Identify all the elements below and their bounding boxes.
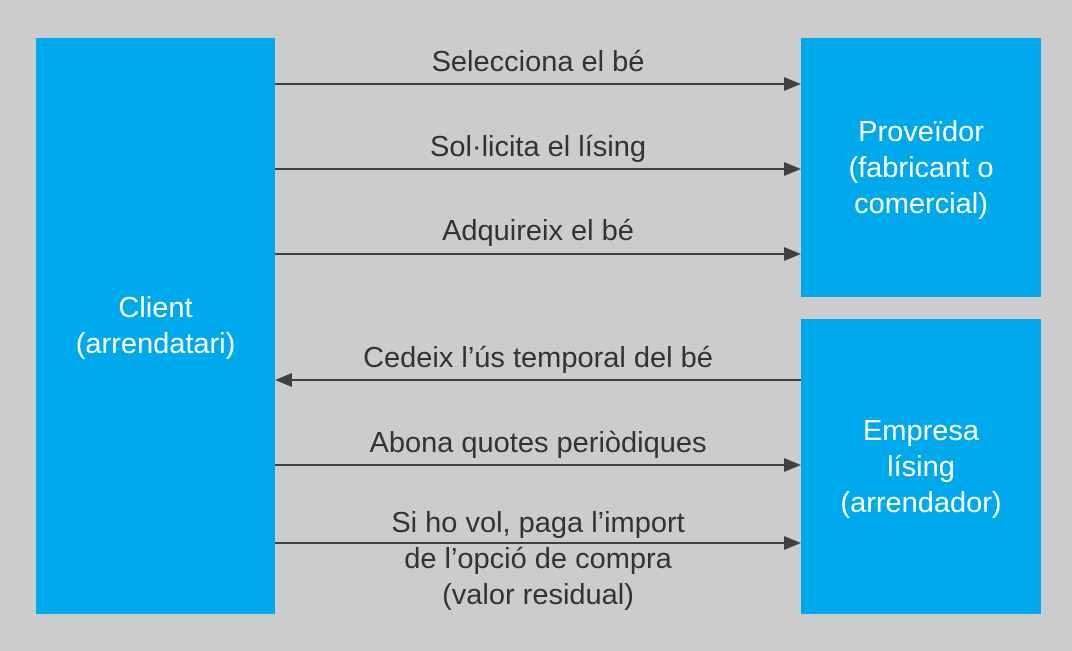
arrow-request-leasing (275, 162, 801, 176)
flow-label-line: (valor residual) (442, 579, 634, 611)
leasing-line-3: (arrendador) (840, 486, 1002, 519)
flow-label-line: Sol·licita el lísing (430, 131, 646, 163)
arrow-select-asset (275, 77, 801, 91)
flow-label-line: Cedeix l’ús temporal del bé (363, 342, 713, 374)
arrow-pay-installments (275, 458, 801, 472)
arrow-acquire-asset (275, 247, 801, 261)
provider-line-2: (fabricant o (848, 151, 994, 184)
provider-line-3: comercial) (854, 187, 988, 220)
arrow-purchase-option (275, 536, 801, 550)
flow-label-select-asset: Selecciona el bé (275, 44, 801, 80)
flow-label-cede-use: Cedeix l’ús temporal del bé (275, 340, 801, 376)
flow-label-line: Abona quotes periòdiques (369, 427, 707, 459)
flow-label-acquire-asset: Adquireix el bé (275, 213, 801, 249)
arrow-cede-use (275, 373, 801, 387)
client-line-2: (arrendatari) (75, 328, 236, 360)
flow-label-purchase-option: Si ho vol, paga l’import de l’opció de c… (275, 505, 801, 613)
flow-label-line: Si ho vol, paga l’import (391, 507, 685, 539)
flow-label-pay-installments: Abona quotes periòdiques (275, 425, 801, 461)
client-box: Client (arrendatari) (36, 38, 275, 614)
leasing-line-1: Empresa (862, 414, 980, 447)
client-line-1: Client (118, 292, 193, 324)
leasing-company-box: Empresa lísing (arrendador) (801, 319, 1041, 614)
flow-label-line: de l’opció de compra (404, 543, 672, 575)
provider-box: Proveïdor (fabricant o comercial) (801, 38, 1041, 297)
flow-label-request-leasing: Sol·licita el lísing (275, 129, 801, 165)
flow-label-line: Adquireix el bé (442, 215, 634, 247)
leasing-line-2: lísing (887, 450, 955, 483)
provider-line-1: Proveïdor (858, 115, 984, 148)
flow-label-line: Selecciona el bé (431, 46, 645, 78)
